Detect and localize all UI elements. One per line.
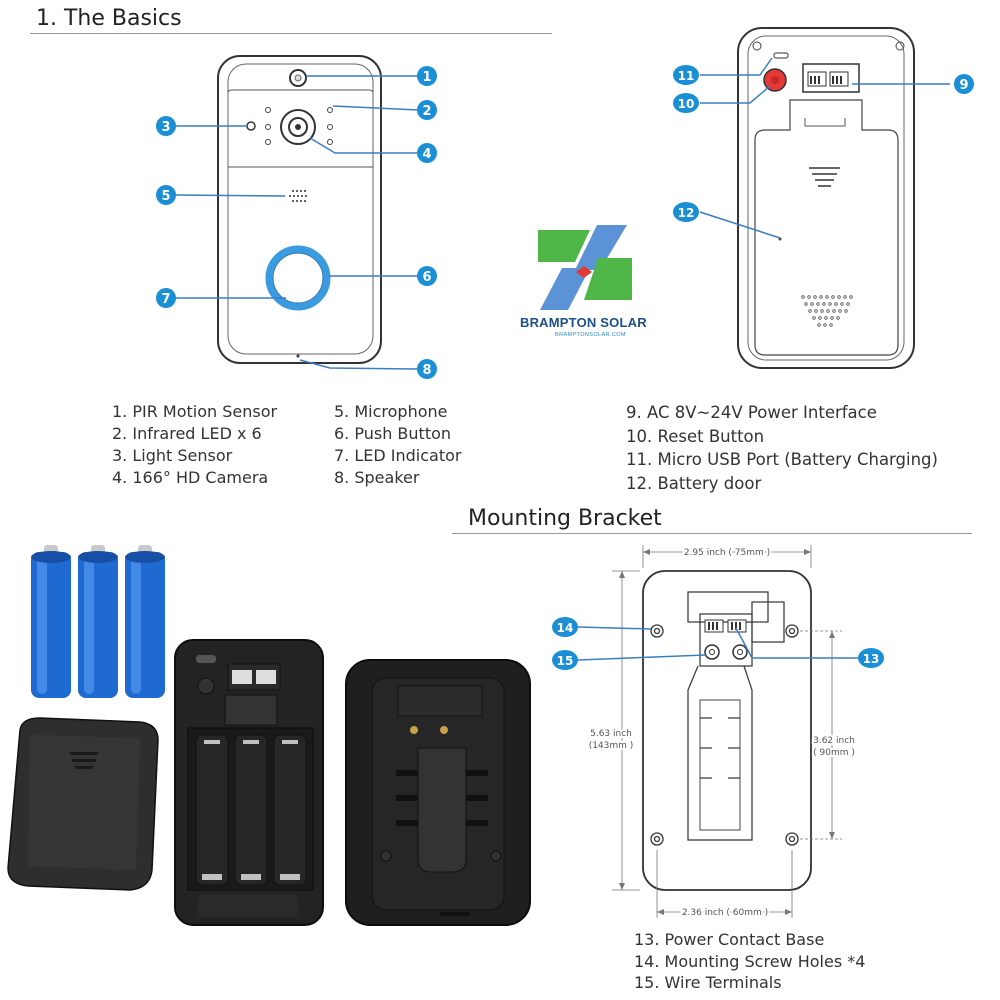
callout-2: 2 — [417, 100, 437, 120]
brampton-solar-logo — [538, 225, 632, 310]
callout-6: 6 — [417, 266, 437, 286]
dimension-lines — [612, 545, 842, 918]
svg-text:11: 11 — [678, 69, 695, 83]
legend-item: 12. Battery door — [626, 473, 762, 493]
svg-text:4: 4 — [422, 147, 431, 162]
legend-item: 6. Push Button — [334, 424, 452, 443]
dim-spacing-inch: 3.62 inch — [813, 736, 855, 746]
callout-15: 15 — [552, 650, 578, 670]
bracket-outline — [642, 570, 812, 891]
slide-channel — [687, 665, 753, 841]
legend-item: 5. Microphone — [334, 402, 448, 421]
svg-text:3: 3 — [161, 120, 170, 135]
legend-front-col1: 1. PIR Motion Sensor 2. Infrared LED x 6… — [112, 401, 277, 489]
callout-9: 9 — [954, 74, 974, 94]
svg-text:8: 8 — [422, 363, 431, 378]
legend-item: 7. LED Indicator — [334, 446, 462, 465]
legend-item: 13. Power Contact Base — [634, 930, 825, 949]
battery-door — [754, 99, 899, 356]
micro-usb-port — [773, 52, 789, 59]
push-button-ring — [265, 245, 331, 311]
basics-title: 1. The Basics — [36, 6, 182, 31]
svg-text:7: 7 — [161, 292, 170, 307]
svg-text:14: 14 — [557, 621, 574, 635]
svg-text:15: 15 — [557, 654, 574, 668]
power-terminals — [802, 63, 860, 93]
dim-bottom-width: 2.36 inch ( 60mm ) — [682, 908, 768, 918]
logo-name: BRAMPTON SOLAR — [520, 315, 647, 330]
svg-text:12: 12 — [678, 206, 695, 220]
callout-11: 11 — [673, 65, 699, 85]
legend-item: 11. Micro USB Port (Battery Charging) — [626, 450, 938, 469]
callout-1: 1 — [417, 66, 437, 86]
front-leader-lines — [174, 75, 419, 370]
speaker-grille — [801, 295, 853, 327]
legend-item: 8. Speaker — [334, 468, 420, 487]
svg-text:5: 5 — [161, 189, 170, 204]
callout-7: 7 — [156, 288, 176, 308]
callout-5: 5 — [156, 185, 176, 205]
legend-bracket: 13. Power Contact Base 14. Mounting Scre… — [634, 929, 865, 994]
wire-terminal-2 — [732, 644, 748, 660]
legend-item: 14. Mounting Screw Holes *4 — [634, 951, 866, 971]
battery-1 — [31, 545, 71, 698]
front-body-outline — [217, 55, 382, 364]
battery-2 — [78, 545, 118, 698]
svg-text:13: 13 — [863, 652, 880, 666]
front-back-diagram — [174, 27, 950, 370]
dim-height-inch: 5.63 inch — [590, 729, 632, 739]
legend-front-col2: 5. Microphone 6. Push Button 7. LED Indi… — [334, 401, 461, 489]
back-leader-lines — [699, 57, 950, 239]
maple-leaf-icon — [576, 266, 592, 278]
dim-top-width: 2.95 inch ( 75mm ) — [684, 548, 770, 558]
legend-item: 2. Infrared LED x 6 — [112, 424, 262, 443]
callout-10: 10 — [673, 93, 699, 113]
logo-url: BRAMPTONSOLAR.COM — [555, 332, 626, 338]
back-body-outline — [737, 27, 915, 369]
callout-14: 14 — [552, 617, 578, 637]
callout-3: 3 — [156, 116, 176, 136]
batteries-photo — [31, 545, 165, 698]
svg-text:10: 10 — [678, 97, 695, 111]
svg-text:9: 9 — [959, 78, 968, 93]
legend-item: 9. AC 8V~24V Power Interface — [626, 403, 877, 422]
basics-rule — [30, 33, 552, 34]
legend-item: 4. 166° HD Camera — [112, 468, 269, 487]
callout-12: 12 — [673, 202, 699, 222]
microphone-grille — [289, 190, 307, 202]
door-grip-lines — [809, 167, 840, 187]
power-contact-base — [699, 613, 753, 667]
legend-item: 10. Reset Button — [626, 426, 765, 446]
mounting-screw-holes — [650, 624, 799, 846]
legend-item: 1. PIR Motion Sensor — [112, 402, 278, 421]
dim-spacing-mm: ( 90mm ) — [813, 748, 855, 758]
callout-4: 4 — [417, 143, 437, 163]
callout-13: 13 — [858, 648, 884, 668]
wire-terminal-1 — [704, 644, 720, 660]
legend-back: 9. AC 8V~24V Power Interface 10. Reset B… — [626, 401, 938, 495]
front-bezel — [227, 63, 374, 355]
bracket-rule — [452, 533, 972, 534]
battery-3 — [125, 545, 165, 698]
bracket-title: Mounting Bracket — [468, 506, 662, 531]
legend-item: 3. Light Sensor — [112, 446, 233, 465]
svg-text:2: 2 — [422, 104, 431, 119]
svg-text:1: 1 — [422, 70, 431, 85]
bracket-diagram: 2.95 inch ( 75mm ) 2.36 inch ( 60mm ) 5.… — [577, 545, 858, 920]
callout-8: 8 — [417, 359, 437, 379]
svg-text:6: 6 — [422, 270, 431, 285]
legend-item: 15. Wire Terminals — [634, 973, 782, 992]
dim-height-mm: (143mm ) — [589, 741, 634, 751]
